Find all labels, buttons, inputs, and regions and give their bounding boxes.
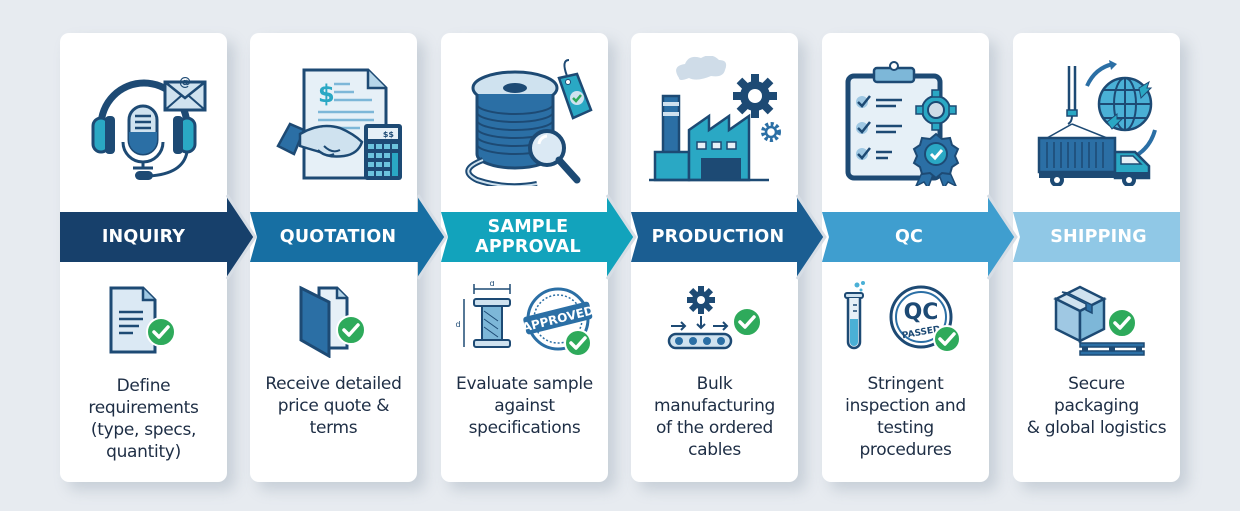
box-pallet-check-icon — [1013, 281, 1180, 361]
desc-line: cables — [688, 440, 741, 460]
desc-line: Define — [116, 376, 171, 396]
desc-line: (type, specs, — [90, 420, 197, 440]
step-description: Receive detailed price quote & terms — [254, 373, 413, 439]
svg-text:@: @ — [179, 75, 191, 89]
calculator-display: $$ — [382, 130, 394, 139]
step-description: Bulk manufacturing of the ordered cables — [635, 373, 794, 461]
step-label: SAMPLE APPROVAL — [445, 212, 611, 262]
svg-text:$: $ — [318, 80, 335, 108]
step-description: Evaluate sample against specifications — [445, 373, 604, 439]
desc-line: packaging — [1054, 396, 1139, 416]
step-banner-production: PRODUCTION — [631, 194, 831, 280]
desc-line: terms — [309, 418, 358, 438]
step-banner-qc: QC — [822, 194, 1022, 280]
desc-line: & global logistics — [1026, 418, 1167, 438]
desc-line: against — [494, 396, 555, 416]
desc-line: manufacturing — [653, 396, 776, 416]
clipboard-checklist-gear-badge-icon — [822, 33, 989, 208]
desc-line: inspection and — [845, 396, 966, 416]
approved-stamp-text: APPROVED — [520, 303, 595, 334]
factory-gears-icon — [631, 33, 798, 208]
step-label: PRODUCTION — [651, 227, 785, 247]
step-label: SHIPPING — [1050, 227, 1147, 247]
desc-line: quantity) — [106, 442, 181, 462]
step-description: Secure packaging & global logistics — [1017, 373, 1176, 439]
dimension-label: d — [455, 320, 460, 329]
step-description: Define requirements (type, specs, quanti… — [64, 375, 223, 463]
cable-spool-magnifier-tag-icon — [441, 33, 608, 208]
step-label-line: APPROVAL — [475, 237, 581, 257]
desc-line: procedures — [859, 440, 952, 460]
step-label: QC — [894, 227, 924, 247]
desc-line: Evaluate sample — [456, 374, 593, 394]
desc-line: Receive detailed — [265, 374, 402, 394]
desc-line: price quote & — [277, 396, 390, 416]
desc-line: specifications — [468, 418, 581, 438]
step-label: INQUIRY — [101, 227, 186, 247]
desc-line: Secure — [1068, 374, 1125, 394]
quote-document-handshake-calculator-icon: $ $$ — [250, 33, 417, 208]
qc-stamp-text: QC — [903, 300, 938, 325]
spool-dimension-approved-stamp-icon: d d APPROVED — [441, 281, 608, 361]
container-truck-crane-globe-icon — [1013, 33, 1180, 208]
step-label-line: SAMPLE — [487, 217, 569, 237]
step-banner-shipping: SHIPPING — [1013, 212, 1180, 262]
folder-check-icon — [250, 281, 417, 361]
desc-line: Stringent — [867, 374, 944, 394]
step-banner-sample-approval: SAMPLE APPROVAL — [441, 194, 641, 280]
dimension-label: d — [489, 281, 494, 288]
desc-line: Bulk — [696, 374, 733, 394]
desc-line: testing — [877, 418, 934, 438]
step-description: Stringent inspection and testing procedu… — [826, 373, 985, 461]
step-label: QUOTATION — [279, 227, 397, 247]
desc-line: requirements — [88, 398, 199, 418]
test-tube-qc-passed-stamp-icon: QC PASSED — [822, 281, 989, 361]
headset-microphone-email-icon: @ — [60, 33, 227, 208]
gear-conveyor-check-icon — [631, 281, 798, 361]
document-check-icon — [60, 281, 227, 361]
step-banner-inquiry: INQUIRY — [60, 194, 260, 280]
desc-line: of the ordered — [655, 418, 774, 438]
step-banner-quotation: QUOTATION — [250, 194, 450, 280]
